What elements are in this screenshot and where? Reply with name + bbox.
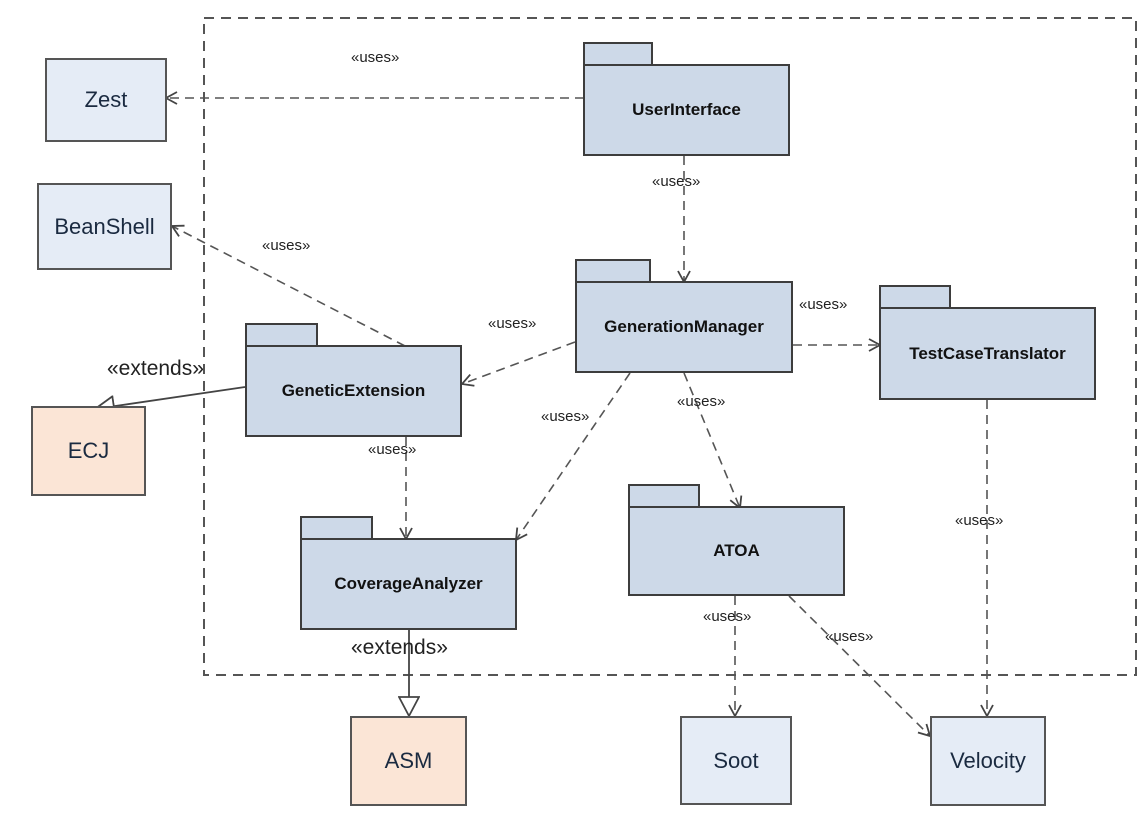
external-asm: ASM: [350, 716, 467, 806]
package-userinterface: UserInterface: [583, 42, 790, 156]
package-tab: [879, 285, 951, 309]
label-uses-generationmanager-atoa: «uses»: [677, 393, 726, 410]
dep-generationmanager-atoa: [683, 372, 743, 510]
external-zest: Zest: [45, 58, 167, 142]
label-uses-generationmanager-coverageanalyzer: «uses»: [541, 408, 590, 425]
package-tab: [245, 323, 318, 347]
package-testcasetranslator: TestCaseTranslator: [879, 285, 1096, 400]
package-tab: [628, 484, 700, 508]
label-uses-geneticextension-beanshell: «uses»: [262, 237, 311, 254]
package-label: GeneticExtension: [245, 345, 462, 437]
package-label: UserInterface: [583, 64, 790, 156]
label-uses-geneticextension-coverageanalyzer: «uses»: [368, 441, 417, 458]
external-soot: Soot: [680, 716, 792, 805]
label-extends-geneticextension-ecj: «extends»: [107, 357, 204, 380]
label-uses-atoa-soot: «uses»: [703, 608, 752, 625]
package-label: CoverageAnalyzer: [300, 538, 517, 630]
label-uses-generationmanager-geneticextension: «uses»: [488, 315, 537, 332]
package-generationmanager: GenerationManager: [575, 259, 793, 373]
dep-atoa-velocity: [788, 595, 932, 738]
package-coverageanalyzer: CoverageAnalyzer: [300, 516, 517, 630]
package-label: TestCaseTranslator: [879, 307, 1096, 400]
label-uses-atoa-velocity: «uses»: [825, 628, 874, 645]
gen-geneticextension-ecj: [95, 386, 246, 409]
dep-generationmanager-coverageanalyzer: [514, 372, 631, 542]
package-geneticextension: GeneticExtension: [245, 323, 462, 437]
package-label: GenerationManager: [575, 281, 793, 373]
package-tab: [575, 259, 651, 283]
external-beanshell: BeanShell: [37, 183, 172, 270]
dep-geneticextension-beanshell: [170, 224, 406, 347]
label-uses-testcasetranslator-velocity: «uses»: [955, 512, 1004, 529]
package-atoa: ATOA: [628, 484, 845, 596]
package-label: ATOA: [628, 506, 845, 596]
external-ecj: ECJ: [31, 406, 146, 496]
package-tab: [300, 516, 373, 540]
label-extends-coverageanalyzer-asm: «extends»: [351, 636, 448, 659]
external-velocity: Velocity: [930, 716, 1046, 806]
dep-generationmanager-geneticextension: [460, 341, 576, 387]
label-uses-generationmanager-testcasetranslator: «uses»: [799, 296, 848, 313]
system-boundary: [203, 17, 1137, 676]
label-uses-userinterface-zest: «uses»: [351, 49, 400, 66]
package-tab: [583, 42, 653, 66]
label-uses-userinterface-generationmanager: «uses»: [652, 173, 701, 190]
